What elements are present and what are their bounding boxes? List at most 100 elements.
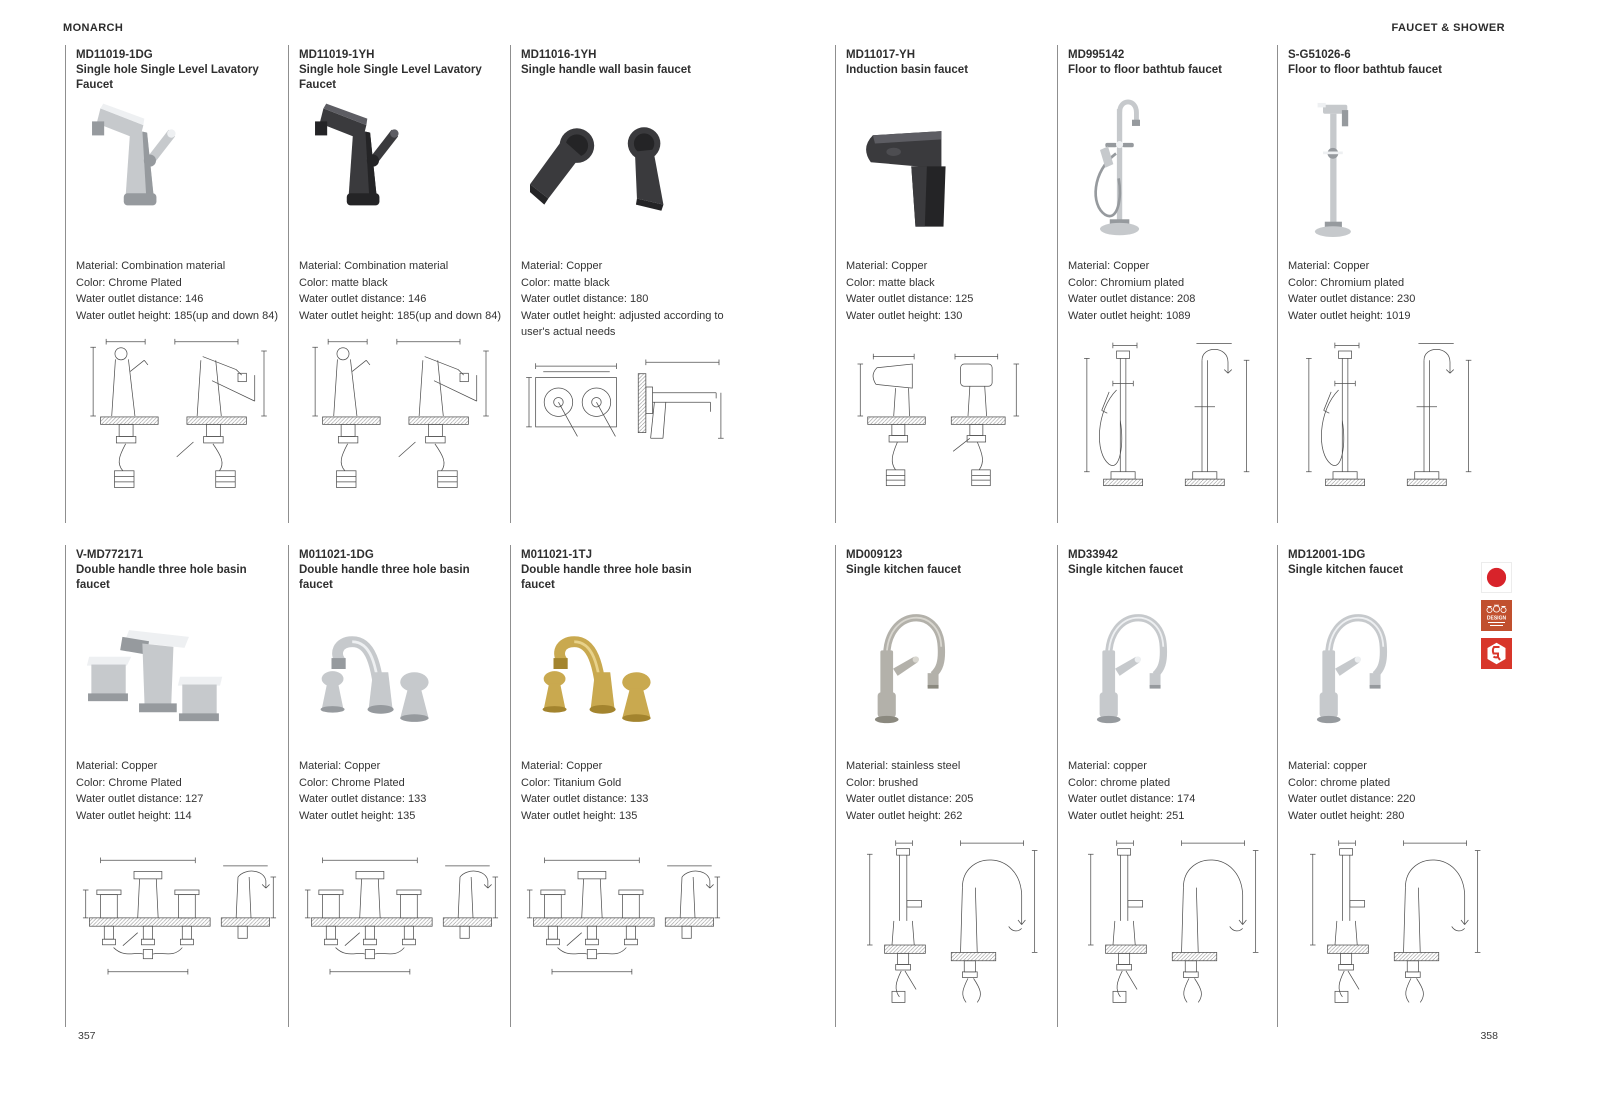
product-header: MD11019-1DG Single hole Single Level Lav… (76, 48, 282, 91)
spec-line: Color: matte black (846, 276, 935, 289)
technical-drawing (76, 824, 282, 1027)
spec-line: Water outlet height: 280 (1288, 809, 1405, 822)
spec-line: Water outlet distance: 133 (299, 793, 427, 805)
product-name: Single handle wall basin faucet (521, 63, 691, 76)
dimension-drawing (304, 332, 499, 500)
spec-line: Water outlet distance: 230 (1288, 293, 1416, 305)
spec-line: Water outlet height: adjusted according … (521, 309, 724, 339)
spec-line: Water outlet height: 114 (76, 809, 192, 822)
product-code: MD12001-1DG (1288, 549, 1366, 561)
product-card: V-MD772171 Double handle three hole basi… (65, 545, 288, 1027)
spec-line: Material: stainless steel (846, 760, 961, 772)
faucet-photo-illustration (307, 609, 452, 729)
faucet-photo-illustration (854, 592, 954, 747)
product-specs: Material: Copper Color: Chrome Plated Wa… (76, 758, 282, 824)
dimension-drawing (1294, 832, 1489, 1008)
spec-line: Color: matte black (299, 276, 388, 289)
product-name: Double handle three hole basin faucet (76, 563, 247, 591)
design-award-label: DESIGN (1487, 616, 1507, 622)
dimension-drawing (1072, 832, 1267, 1008)
product-specs: Material: stainless steel Color: brushed… (846, 758, 1051, 824)
product-card: MD11019-1DG Single hole Single Level Lav… (65, 45, 288, 523)
dimension-drawing (1072, 332, 1267, 500)
spec-line: Water outlet height: 1089 (1068, 309, 1191, 322)
spec-line: Material: copper (1068, 760, 1147, 772)
spec-line: Material: Copper (521, 760, 603, 772)
product-name: Single hole Single Level Lavatory Faucet (76, 63, 259, 91)
spec-line: Material: Copper (299, 760, 381, 772)
product-card: MD995142 Floor to floor bathtub faucet M… (1057, 45, 1277, 523)
technical-drawing (299, 324, 504, 523)
spec-line: Material: Combination material (299, 260, 449, 272)
product-specs: Material: Copper Color: Titanium Gold Wa… (521, 758, 726, 824)
spec-line: Water outlet distance: 127 (76, 793, 204, 805)
product-header: MD009123 Single kitchen faucet (846, 548, 1051, 580)
product-card: M011021-1TJ Double handle three hole bas… (510, 545, 732, 1027)
spec-line: Water outlet distance: 205 (846, 793, 974, 805)
dimension-drawing (526, 832, 721, 1000)
spec-line: Water outlet distance: 220 (1288, 793, 1416, 805)
product-card: MD33942 Single kitchen faucet Material: … (1057, 545, 1277, 1027)
product-name: Double handle three hole basin faucet (521, 563, 692, 591)
product-code: MD995142 (1068, 49, 1125, 61)
spec-line: Water outlet height: 1019 (1288, 309, 1411, 322)
technical-drawing (1288, 324, 1494, 523)
faucet-photo-illustration (1296, 592, 1396, 747)
technical-drawing (1068, 824, 1271, 1027)
product-photo (521, 580, 726, 758)
technical-drawing (1288, 824, 1494, 1027)
spec-line: Water outlet height: 262 (846, 809, 963, 822)
product-header: MD11016-1YH Single handle wall basin fau… (521, 48, 726, 80)
product-photo (846, 580, 1051, 758)
spec-line: Water outlet distance: 174 (1068, 793, 1196, 805)
product-code: MD11019-1DG (76, 49, 153, 61)
spec-line: Material: Copper (76, 760, 158, 772)
product-specs: Material: copper Color: chrome plated Wa… (1288, 758, 1494, 824)
spec-line: Water outlet distance: 125 (846, 293, 974, 305)
dimension-drawing (851, 332, 1046, 500)
product-header: MD33942 Single kitchen faucet (1068, 548, 1271, 580)
product-name: Single kitchen faucet (1288, 563, 1404, 576)
product-code: MD009123 (846, 549, 903, 561)
dimension-drawing (524, 349, 724, 463)
product-name: Induction basin faucet (846, 63, 969, 76)
product-specs: Material: Copper Color: Chrome Plated Wa… (299, 758, 504, 824)
spec-line: Material: Copper (1068, 260, 1150, 272)
spec-line: Water outlet height: 251 (1068, 809, 1185, 822)
spec-line: Color: Chrome Plated (76, 776, 182, 789)
product-name: Floor to floor bathtub faucet (1288, 63, 1442, 76)
technical-drawing (1068, 324, 1271, 523)
product-specs: Material: Copper Color: Chromium plated … (1068, 258, 1271, 324)
spec-line: Water outlet distance: 146 (76, 293, 204, 305)
spec-line: Water outlet distance: 208 (1068, 293, 1196, 305)
product-card: M011021-1DG Double handle three hole bas… (288, 545, 510, 1027)
spec-line: Water outlet distance: 146 (299, 293, 427, 305)
product-photo (299, 80, 504, 258)
spec-line: Water outlet distance: 180 (521, 293, 649, 305)
spec-line: Material: copper (1288, 760, 1367, 772)
spec-line: Water outlet height: 130 (846, 309, 963, 322)
product-code: S-G51026-6 (1288, 49, 1351, 61)
spec-line: Material: Copper (846, 260, 928, 272)
spec-line: Color: Chromium plated (1288, 276, 1405, 289)
product-specs: Material: Copper Color: Chromium plated … (1288, 258, 1494, 324)
spec-line: Color: chrome plated (1288, 776, 1391, 789)
spec-line: Material: Copper (521, 260, 603, 272)
spec-line: Color: chrome plated (1068, 776, 1171, 789)
faucet-photo-illustration (1076, 87, 1156, 252)
technical-drawing (846, 824, 1051, 1027)
technical-drawing (299, 824, 504, 1027)
spec-line: Water outlet height: 185(up and down 84) (76, 309, 279, 322)
faucet-photo-illustration (1296, 87, 1368, 252)
technical-drawing (521, 824, 726, 1027)
product-header: MD995142 Floor to floor bathtub faucet (1068, 48, 1271, 80)
product-name: Single kitchen faucet (846, 563, 962, 576)
technical-drawing (521, 341, 726, 524)
product-photo (521, 80, 726, 258)
faucet-photo-illustration (1076, 592, 1176, 747)
spec-line: Water outlet height: 185(up and down 84) (299, 309, 502, 322)
product-code: MD11019-1YH (299, 49, 375, 61)
product-header: S-G51026-6 Floor to floor bathtub faucet (1288, 48, 1494, 80)
product-header: MD11019-1YH Single hole Single Level Lav… (299, 48, 504, 91)
product-code: MD11016-1YH (521, 49, 597, 61)
